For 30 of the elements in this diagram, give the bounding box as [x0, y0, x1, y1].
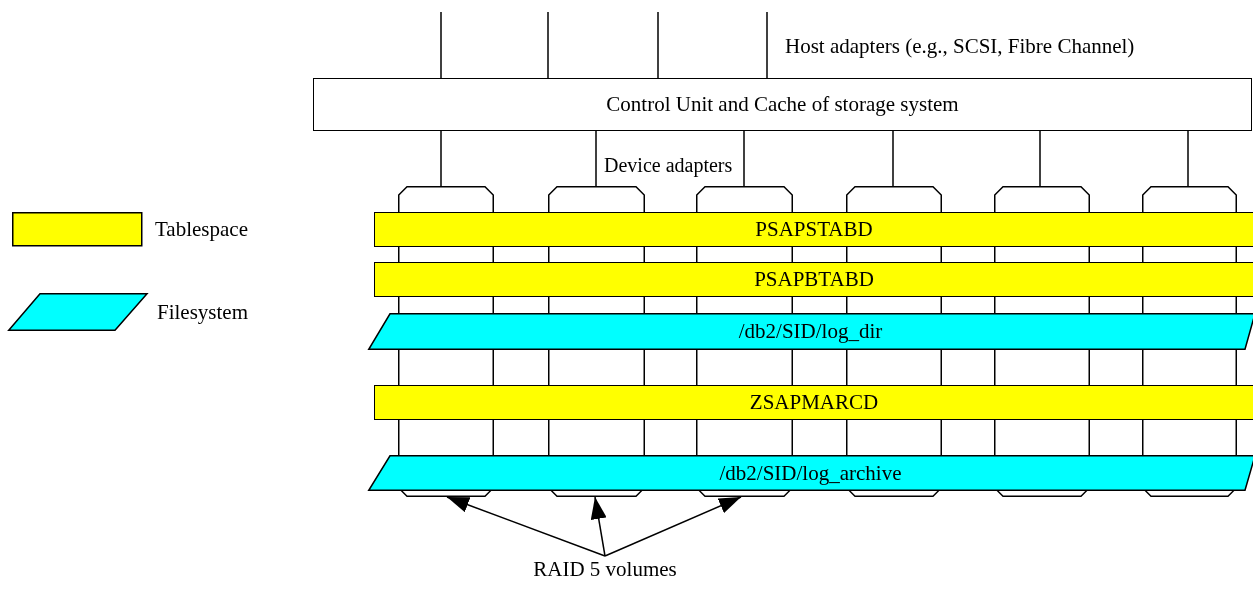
filesystem-band — [368, 455, 1253, 491]
band-label: PSAPBTABD — [754, 267, 874, 292]
annotation-text: Device adapters — [604, 155, 733, 175]
tablespace-band — [374, 262, 1253, 297]
band-label: ZSAPMARCD — [749, 390, 879, 415]
connector-line — [440, 130, 442, 187]
connector-line — [766, 11, 768, 79]
band-label: PSAPSTABD — [755, 217, 873, 242]
band-label: /db2/SID/log_dir — [738, 319, 883, 344]
annotation-text: Host adapters (e.g., SCSI, Fibre Channel) — [785, 36, 1135, 57]
connector-line — [595, 130, 597, 187]
arrow — [604, 496, 742, 557]
connector-line — [1187, 130, 1189, 187]
connector-line — [657, 11, 659, 79]
control-unit-box — [313, 78, 1252, 131]
unit-label: Control Unit and Cache of storage system — [606, 92, 959, 117]
arrow — [590, 496, 607, 557]
legend-text: Filesystem — [157, 302, 248, 323]
tablespace-band — [374, 385, 1253, 420]
connector-line — [440, 11, 442, 79]
band-label: /db2/SID/log_archive — [719, 460, 902, 486]
connector-line — [1039, 130, 1041, 187]
arrow — [446, 496, 606, 557]
connector-line — [743, 130, 745, 187]
filesystem-band — [368, 313, 1253, 350]
connector-line — [892, 130, 894, 187]
tablespace-band — [374, 212, 1253, 247]
legend-text: Tablespace — [155, 219, 248, 240]
connector-line — [547, 11, 549, 79]
caption-text: RAID 5 volumes — [533, 556, 677, 582]
